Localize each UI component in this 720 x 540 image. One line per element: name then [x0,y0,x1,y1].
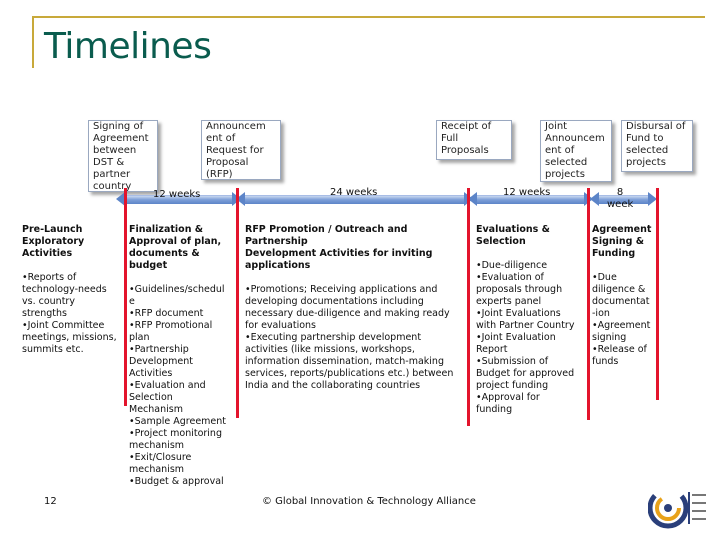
milestone-marker-3 [467,188,470,426]
timeline-arrowhead-left-3 [468,192,477,206]
callout-joint-announcement: Joint Announcem ent of selected projects [540,120,612,182]
callout-receipt-proposals: Receipt of Full Proposals [436,120,512,160]
callout-signing: Signing of Agreement between DST & partn… [88,120,158,192]
phase-finalization: Finalization & Approval of plan, documen… [129,212,233,500]
logo-line-2 [692,502,706,504]
footer-copyright: © Global Innovation & Technology Allianc… [262,496,476,507]
page-number: 12 [44,496,57,507]
timeline-arrowhead-left-4 [590,192,599,206]
phase-rfp-promotion: RFP Promotion / Outreach and Partnership… [245,212,467,404]
phase-prelaunch: Pre-Launch Exploratory Activities •Repor… [22,212,122,368]
phase-prelaunch-title: Pre-Launch Exploratory Activities [22,224,85,259]
callout-disbursal-text: Disbursal of Fund to selected projects [626,121,686,168]
phase-evaluations-body: •Due-diligence •Evaluation of proposals … [476,260,575,415]
timeline-arrowhead-left-1 [116,192,125,206]
gap-label-3: 12 weeks [503,187,551,198]
phase-evaluations-title: Evaluations & Selection [476,224,550,247]
callout-rfp-announcement-text: Announcem ent of Request for Proposal (R… [206,121,266,180]
page-title: Timelines [44,26,212,67]
phase-agreement: Agreement Signing & Funding •Due diligen… [592,212,658,380]
phase-agreement-title: Agreement Signing & Funding [592,224,652,259]
logo-line-4 [692,518,706,520]
milestone-marker-1 [124,188,127,406]
phase-rfp-promotion-body: •Promotions; Receiving applications and … [245,284,454,391]
phase-prelaunch-body: •Reports of technology-needs vs. country… [22,272,117,355]
milestone-marker-2 [236,188,239,418]
frame-left-rule [32,16,34,68]
phase-finalization-title: Finalization & Approval of plan, documen… [129,224,222,271]
frame-top-rule [32,16,705,18]
logo-line-3 [692,510,706,512]
phase-evaluations: Evaluations & Selection •Due-diligence •… [476,212,586,428]
callout-receipt-proposals-text: Receipt of Full Proposals [441,121,492,156]
timeline-segment-2 [244,195,464,204]
phase-finalization-body: •Guidelines/schedul e •RFP document •RFP… [129,284,227,487]
milestone-marker-4 [587,188,590,420]
callout-signing-text: Signing of Agreement between DST & partn… [93,121,149,192]
phase-agreement-body: •Due diligence & documentat -ion •Agreem… [592,272,651,367]
logo-ring-inner [655,495,681,521]
timeline-segment-1 [124,195,232,204]
callout-rfp-announcement: Announcem ent of Request for Proposal (R… [201,120,281,180]
milestone-marker-5 [656,188,659,400]
gap-label-4: 8 weeks [607,187,633,209]
timeline-arrowhead-right-4 [648,192,657,206]
logo-text-block [688,492,690,524]
timeline-segment-3 [476,195,584,204]
logo-line-1 [692,494,706,496]
phase-rfp-promotion-title: RFP Promotion / Outreach and Partnership… [245,224,433,271]
timeline-arrowhead-left-2 [236,192,245,206]
gita-logo-icon [648,487,706,529]
timeline-segment-4 [598,195,648,204]
callout-disbursal: Disbursal of Fund to selected projects [621,120,693,172]
gap-label-2: 24 weeks [330,187,378,198]
logo-ring-outer [648,487,689,529]
callout-joint-announcement-text: Joint Announcem ent of selected projects [545,121,605,180]
gap-label-1: 12 weeks [153,189,201,200]
logo-dot [664,504,672,512]
